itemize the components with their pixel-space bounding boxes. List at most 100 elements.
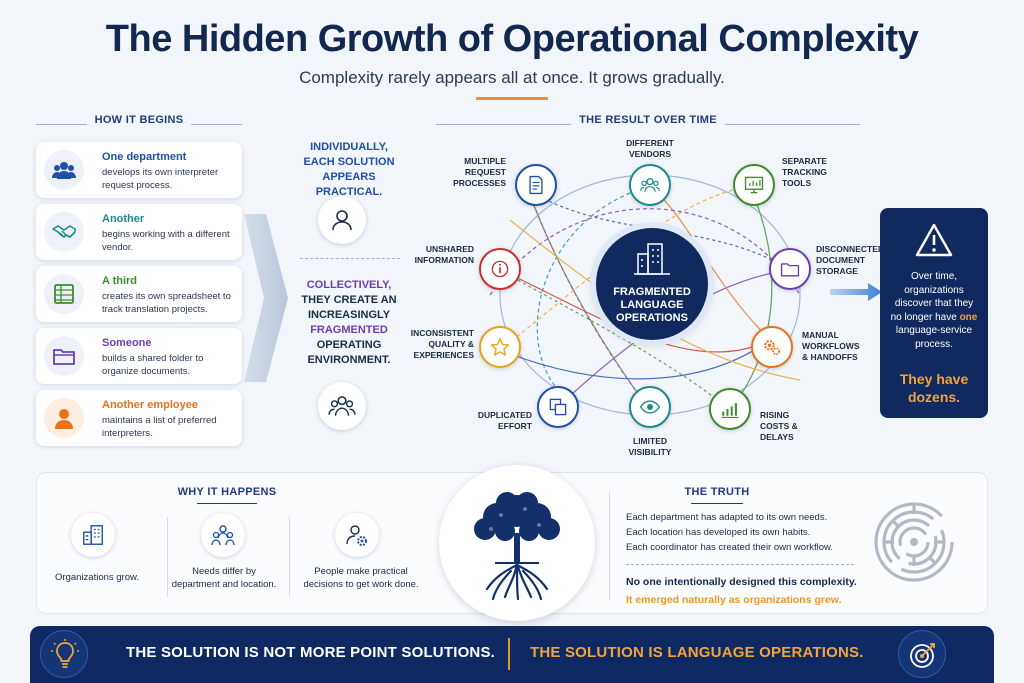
- truth-divider: [609, 491, 610, 601]
- individually-statement: INDIVIDUALLY, EACH SOLUTION APPEARS PRAC…: [303, 141, 395, 198]
- duplicated-effort-node: [537, 386, 579, 428]
- solution-banner: THE SOLUTION IS NOT MORE POINT SOLUTIONS…: [30, 626, 994, 683]
- truth-line: Each location has developed its own habi…: [626, 527, 811, 538]
- begins-card-employee: Another employee maintains a list of pre…: [36, 390, 242, 446]
- lightbulb-badge: [40, 630, 88, 678]
- person-gear-icon: [335, 513, 379, 557]
- banner-right-text: THE SOLUTION IS LANGUAGE OPERATIONS.: [530, 644, 864, 661]
- request-processes-node: [515, 164, 557, 206]
- why-divider: [289, 517, 290, 597]
- card-what: develops its own interpreter request pro…: [102, 167, 219, 191]
- tree-roots-icon: [474, 492, 560, 601]
- vendors-node: [629, 164, 671, 206]
- truth-emphasis: It emerged naturally as organizations gr…: [626, 594, 842, 606]
- gears-icon: [764, 340, 781, 356]
- callout-arrow: [830, 283, 882, 301]
- callout-box: Over time, organizations discover that t…: [880, 208, 988, 418]
- truth-heading: THE TRUTH: [684, 486, 750, 498]
- monitor-chart-icon: [744, 176, 764, 194]
- manual-workflows-node: [751, 326, 793, 368]
- handshake-icon: [44, 212, 84, 252]
- banner-left-text: THE SOLUTION IS NOT MORE POINT SOLUTIONS…: [126, 644, 496, 661]
- callout-punchline: They have dozens.: [899, 371, 969, 405]
- person-outline-icon: [318, 196, 366, 244]
- truth-heading-rule: [691, 503, 743, 504]
- vendors-label: DIFFERENT VENDORS: [626, 138, 674, 159]
- card-what: begins working with a different vendor.: [102, 229, 230, 253]
- warning-icon: [915, 223, 953, 257]
- team-icon: [201, 513, 245, 557]
- title-accent-rule: [476, 97, 548, 100]
- begins-card-third: A third creates its own spreadsheet to t…: [36, 266, 242, 322]
- request-processes-label: MULTIPLE REQUEST PROCESSES: [453, 156, 506, 188]
- unshared-info-node: [479, 248, 521, 290]
- card-what: builds a shared folder to organize docum…: [102, 353, 204, 377]
- begins-heading: HOW IT BEGINS: [36, 114, 242, 126]
- skyscraper-icon: [634, 243, 670, 275]
- why-heading-rule: [197, 503, 257, 504]
- begins-card-someone: Someone builds a shared folder to organi…: [36, 328, 242, 384]
- tracking-tools-label: SEPARATE TRACKING TOOLS: [782, 156, 828, 188]
- why-item-needs: Needs differ by department and location.: [171, 566, 277, 590]
- copy-icon: [549, 398, 567, 416]
- group-outline-icon: [318, 382, 366, 430]
- inconsistent-quality-node: [479, 326, 521, 368]
- unshared-info-label: UNSHARED INFORMATION: [414, 244, 474, 265]
- card-who: Another employee: [102, 399, 198, 411]
- building-icon: [71, 513, 115, 557]
- why-divider: [167, 517, 168, 597]
- why-heading: WHY IT HAPPENS: [177, 486, 277, 498]
- tracking-tools-node: [733, 164, 775, 206]
- target-icon: [910, 643, 935, 668]
- inconsistent-quality-label: INCONSISTENT QUALITY & EXPERIENCES: [410, 328, 474, 360]
- target-badge: [898, 630, 946, 678]
- manual-workflows-label: MANUAL WORKFLOWS & HANDOFFS: [802, 330, 860, 362]
- page-subtitle: Complexity rarely appears all at once. I…: [299, 68, 725, 87]
- lightbulb-icon: [51, 639, 79, 668]
- vendors-people-icon: [640, 177, 660, 192]
- people-group-icon: [44, 150, 84, 190]
- truth-divider-line: [626, 564, 854, 565]
- storage-folder-icon: [780, 263, 800, 277]
- spreadsheet-icon: [44, 274, 84, 314]
- banner-divider: [508, 638, 510, 670]
- card-who: Someone: [102, 337, 152, 349]
- card-who: A third: [102, 275, 138, 287]
- tree-medallion: [439, 465, 595, 621]
- card-what: maintains a list of preferred interprete…: [102, 415, 217, 439]
- document-storage-node: [769, 248, 811, 290]
- document-storage-label: DISCONNECTED DOCUMENT STORAGE: [816, 244, 885, 276]
- card-who: Another: [102, 213, 145, 225]
- why-item-grow: Organizations grow.: [55, 572, 139, 583]
- why-item-people: People make practical decisions to get w…: [303, 566, 419, 590]
- info-icon: [491, 260, 509, 278]
- why-truth-panel: WHY IT HAPPENS Organizations grow. Needs…: [36, 465, 988, 621]
- maze-icon: [874, 502, 954, 582]
- middle-divider: [300, 258, 400, 259]
- result-heading: THE RESULT OVER TIME: [436, 114, 860, 126]
- duplicated-effort-label: DUPLICATED EFFORT: [477, 410, 532, 431]
- collectively-statement: COLLECTIVELY, THEY CREATE AN INCREASINGL…: [301, 279, 397, 366]
- limited-visibility-label: LIMITED VISIBILITY: [628, 436, 672, 457]
- truth-statement: No one intentionally designed this compl…: [626, 576, 857, 588]
- flow-chevron-arrow: [244, 214, 288, 382]
- star-icon: [490, 337, 510, 356]
- truth-line: Each coordinator has created their own w…: [626, 542, 833, 553]
- person-icon: [44, 398, 84, 438]
- card-what: creates its own spreadsheet to track tra…: [102, 291, 231, 315]
- rising-costs-node: [709, 388, 751, 430]
- begins-card-another: Another begins working with a different …: [36, 204, 242, 260]
- callout-text: Over time, organizations discover that t…: [890, 271, 978, 350]
- card-who: One department: [102, 151, 187, 163]
- rising-costs-label: RISING COSTS & DELAYS: [760, 410, 798, 442]
- begins-card-department: One department develops its own interpre…: [36, 142, 242, 198]
- folder-icon: [44, 336, 84, 376]
- document-edit-icon: [529, 175, 543, 195]
- eye-icon: [639, 400, 661, 414]
- truth-line: Each department has adapted to its own n…: [626, 512, 828, 523]
- page-title: The Hidden Growth of Operational Complex…: [105, 18, 919, 60]
- rising-bars-icon: [721, 403, 739, 419]
- limited-visibility-node: [629, 386, 671, 428]
